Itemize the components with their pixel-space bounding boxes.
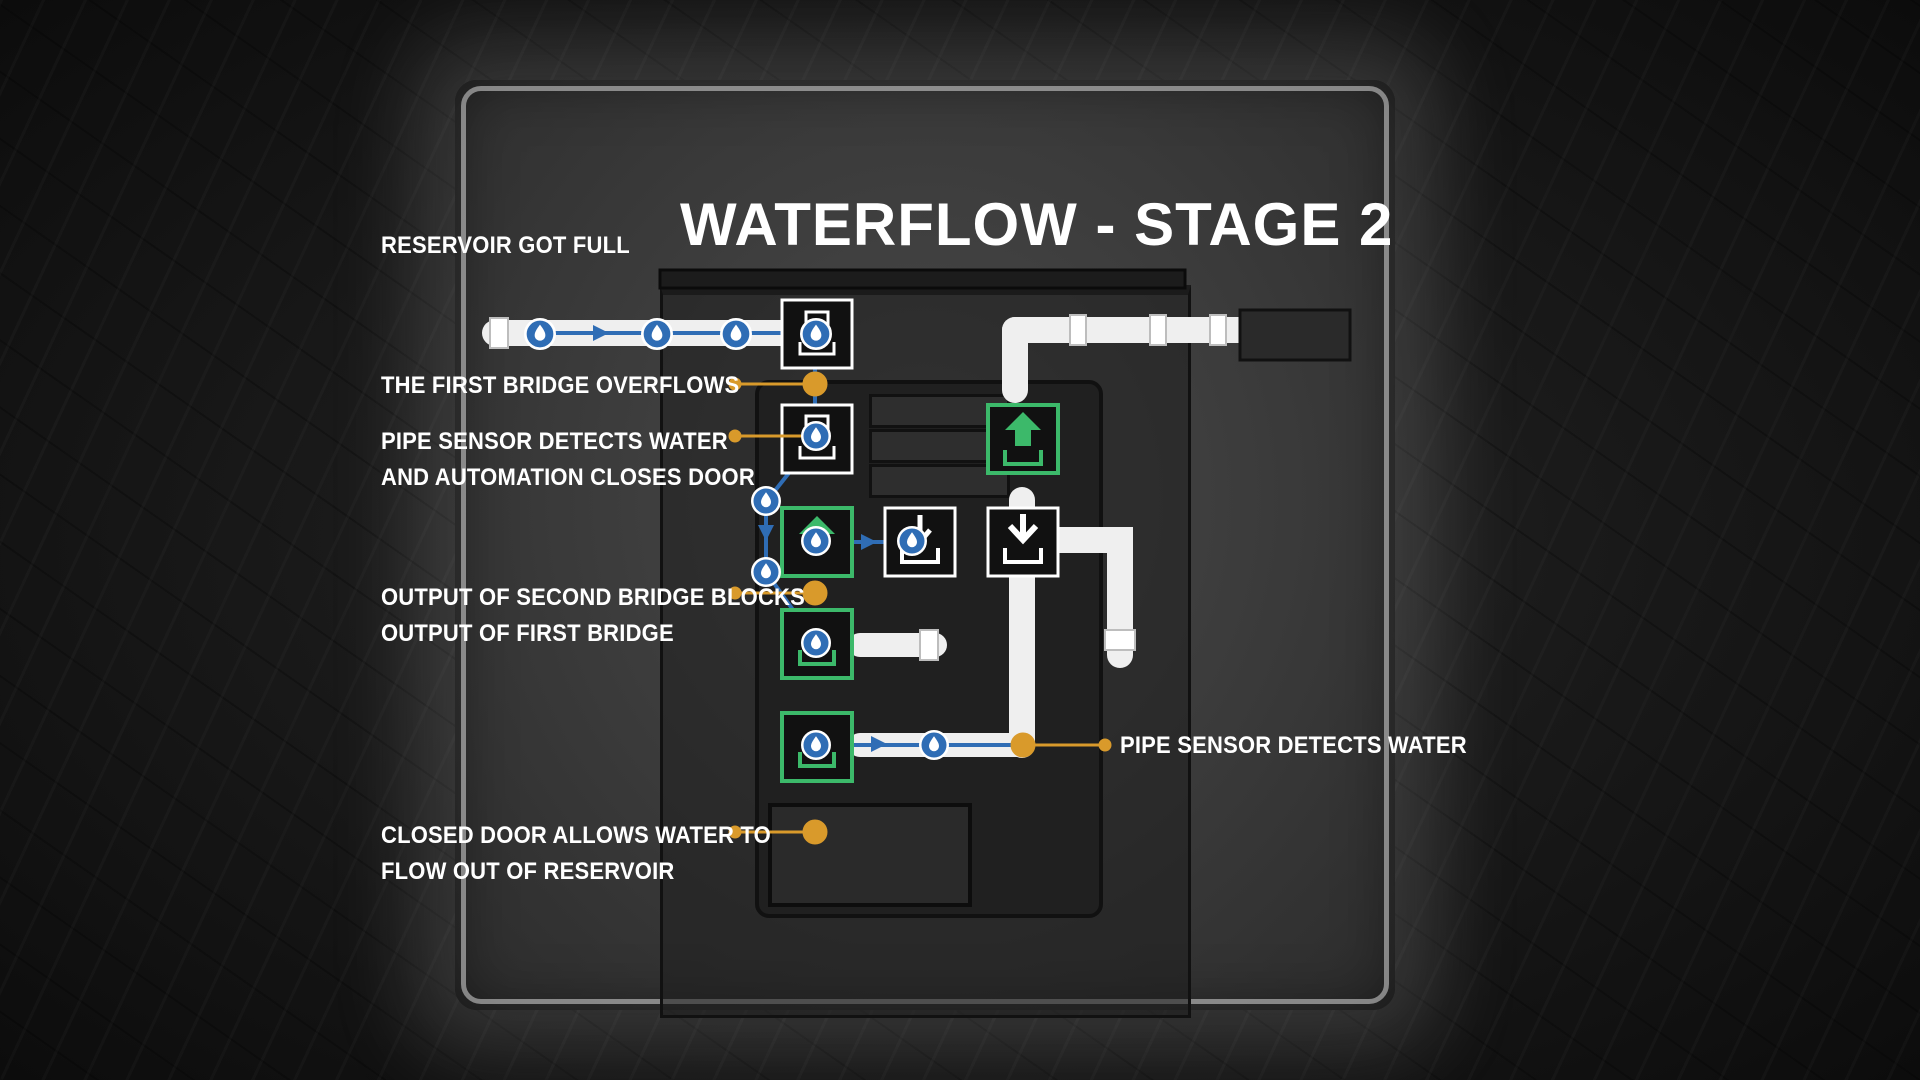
label-sensor-closes-door-1: PIPE SENSOR DETECTS WATER: [381, 427, 728, 455]
label-closed-door-1: CLOSED DOOR ALLOWS WATER TO: [381, 821, 771, 849]
pipe-outlet: [1238, 308, 1352, 362]
water-drop-icon: [897, 526, 927, 556]
bridge-block-top: [780, 298, 854, 370]
label-pipe-sensor-detects-water: PIPE SENSOR DETECTS WATER: [1120, 731, 1467, 759]
ceiling-beam: [658, 268, 1187, 290]
water-drop-icon: [801, 421, 831, 451]
water-drop-icon: [641, 318, 673, 350]
label-second-bridge-blocks-2: OUTPUT OF FIRST BRIDGE: [381, 619, 674, 647]
water-drop-icon: [800, 318, 832, 350]
diagram-title: WATERFLOW - STAGE 2: [680, 191, 1394, 258]
input-block-right: [986, 506, 1060, 578]
label-second-bridge-blocks-1: OUTPUT OF SECOND BRIDGE BLOCKS: [381, 583, 806, 611]
water-drop-icon: [919, 730, 949, 760]
bridge-block-green-2: [780, 608, 854, 680]
water-drop-icon: [524, 318, 556, 350]
water-drop-icon: [720, 318, 752, 350]
label-first-bridge-overflows: THE FIRST BRIDGE OVERFLOWS: [381, 371, 740, 399]
output-block-green: [986, 403, 1060, 475]
label-closed-door-2: FLOW OUT OF RESERVOIR: [381, 857, 675, 885]
water-drop-icon: [801, 628, 831, 658]
water-drop-icon: [801, 526, 831, 556]
floor-machinery: [768, 803, 972, 907]
label-reservoir-full: RESERVOIR GOT FULL: [381, 231, 630, 259]
label-sensor-closes-door-2: AND AUTOMATION CLOSES DOOR: [381, 463, 755, 491]
water-drop-icon: [751, 486, 781, 516]
pipe-joints: [489, 314, 1227, 661]
water-drop-icon: [801, 730, 831, 760]
